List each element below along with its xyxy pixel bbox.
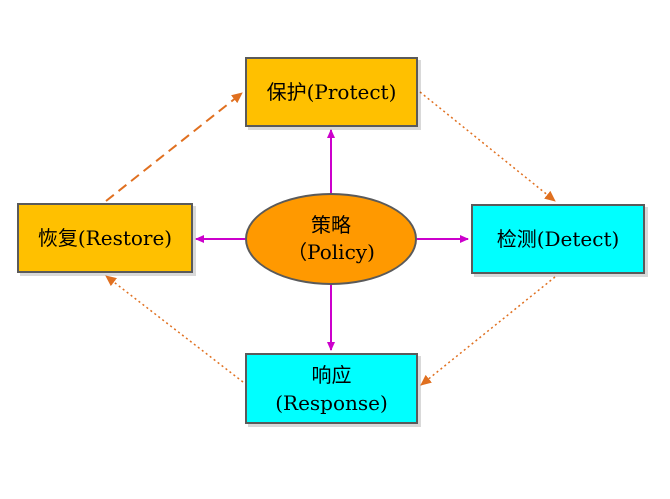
policy-node: 策略 （Policy) [245,193,417,285]
protect-label: 保护(Protect) [266,79,397,104]
response-node: 响应 (Response) [245,353,418,424]
response-label-en: (Response) [275,390,388,415]
detect-to-response-arrow [420,276,556,386]
policy-label-en: （Policy) [287,240,375,264]
protect-to-detect-arrow [419,91,556,202]
protect-node: 保护(Protect) [245,57,418,127]
detect-label: 检测(Detect) [496,226,620,251]
response-to-restore-arrow [105,275,244,383]
response-label-cn: 响应 [311,362,352,387]
restore-node: 恢复(Restore) [17,203,193,273]
restore-label: 恢复(Restore) [37,225,173,250]
restore-to-protect-arrow [105,92,243,202]
detect-node: 检测(Detect) [471,204,645,274]
policy-label-cn: 策略 [311,213,351,237]
